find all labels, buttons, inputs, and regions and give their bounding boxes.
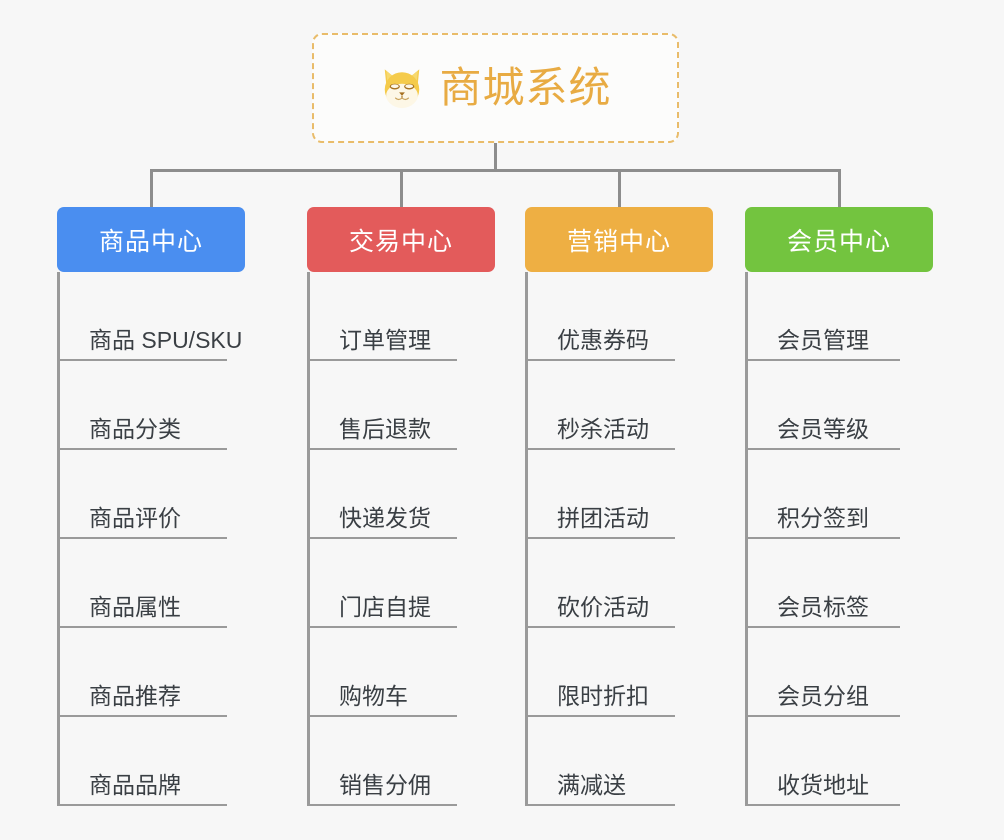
leaf-label: 满减送	[557, 771, 626, 798]
branch-column-0: 商品中心 商品 SPU/SKU 商品分类 商品评价 商品属性 商品推荐 商品品牌	[57, 169, 245, 806]
leaf-item[interactable]: 商品 SPU/SKU	[57, 272, 242, 361]
leaf-label: 购物车	[339, 682, 408, 709]
leaf-item[interactable]: 积分签到	[745, 450, 900, 539]
connector-branch-drop-2	[618, 169, 621, 207]
leaf-label: 会员等级	[777, 415, 869, 442]
leaf-item[interactable]: 收货地址	[745, 717, 900, 806]
leaf-label: 销售分佣	[339, 771, 431, 798]
branch-header-label-2: 营销中心	[566, 227, 671, 256]
leaf-item[interactable]: 商品分类	[57, 361, 227, 450]
connector-branch-bus	[150, 169, 839, 172]
branch-column-2: 营销中心 优惠券码 秒杀活动 拼团活动 砍价活动 限时折扣 满减送	[525, 169, 713, 806]
connector-leaf-trunk-0	[57, 272, 60, 806]
leaf-label: 会员分组	[777, 682, 869, 709]
connector-root-stem	[494, 143, 497, 171]
leaf-label: 积分签到	[777, 504, 869, 531]
root-title: 商城系统	[439, 64, 612, 111]
leaf-item[interactable]: 会员管理	[745, 272, 900, 361]
leaf-item[interactable]: 优惠券码	[525, 272, 675, 361]
leaf-list-3: 会员管理 会员等级 积分签到 会员标签 会员分组 收货地址	[745, 272, 933, 806]
leaf-label: 商品推荐	[89, 682, 181, 709]
leaf-label: 限时折扣	[557, 682, 649, 709]
leaf-label: 商品分类	[89, 415, 181, 442]
leaf-label: 商品属性	[89, 593, 181, 620]
leaf-label: 商品评价	[89, 504, 181, 531]
leaf-list-2: 优惠券码 秒杀活动 拼团活动 砍价活动 限时折扣 满减送	[525, 272, 713, 806]
leaf-item[interactable]: 拼团活动	[525, 450, 675, 539]
leaf-label: 会员管理	[777, 326, 869, 353]
leaf-label: 优惠券码	[557, 326, 649, 353]
leaf-item[interactable]: 销售分佣	[307, 717, 457, 806]
leaf-item[interactable]: 售后退款	[307, 361, 457, 450]
leaf-list-1: 订单管理 售后退款 快递发货 门店自提 购物车 销售分佣	[307, 272, 495, 806]
connector-leaf-trunk-3	[745, 272, 748, 806]
branch-column-1: 交易中心 订单管理 售后退款 快递发货 门店自提 购物车 销售分佣	[307, 169, 495, 806]
branch-header-3[interactable]: 会员中心	[745, 207, 933, 272]
connector-branch-drop-1	[400, 169, 403, 207]
branch-header-label-3: 会员中心	[786, 227, 891, 256]
branch-header-label-1: 交易中心	[348, 227, 453, 256]
leaf-label: 门店自提	[339, 593, 431, 620]
connector-leaf-trunk-1	[307, 272, 310, 806]
leaf-item[interactable]: 商品推荐	[57, 628, 227, 717]
branch-header-2[interactable]: 营销中心	[525, 207, 713, 272]
leaf-item[interactable]: 商品评价	[57, 450, 227, 539]
leaf-item[interactable]: 门店自提	[307, 539, 457, 628]
leaf-item[interactable]: 砍价活动	[525, 539, 675, 628]
leaf-item[interactable]: 购物车	[307, 628, 457, 717]
leaf-label: 会员标签	[777, 593, 869, 620]
connector-leaf-trunk-2	[525, 272, 528, 806]
leaf-label: 拼团活动	[557, 504, 649, 531]
leaf-item[interactable]: 会员分组	[745, 628, 900, 717]
branch-header-label-0: 商品中心	[98, 227, 203, 256]
leaf-label: 订单管理	[339, 326, 431, 353]
leaf-label: 快递发货	[339, 504, 431, 531]
connector-branch-drop-3	[838, 169, 841, 207]
leaf-label: 售后退款	[339, 415, 431, 442]
root-node[interactable]: 商城系统	[312, 33, 679, 143]
leaf-item[interactable]: 会员等级	[745, 361, 900, 450]
leaf-item[interactable]: 限时折扣	[525, 628, 675, 717]
leaf-label: 砍价活动	[557, 593, 649, 620]
leaf-item[interactable]: 快递发货	[307, 450, 457, 539]
leaf-item[interactable]: 订单管理	[307, 272, 457, 361]
leaf-item[interactable]: 商品品牌	[57, 717, 227, 806]
leaf-label: 秒杀活动	[557, 415, 649, 442]
branch-column-3: 会员中心 会员管理 会员等级 积分签到 会员标签 会员分组 收货地址	[745, 169, 933, 806]
branch-header-1[interactable]: 交易中心	[307, 207, 495, 272]
leaf-label: 收货地址	[777, 771, 869, 798]
leaf-item[interactable]: 商品属性	[57, 539, 227, 628]
branch-header-0[interactable]: 商品中心	[57, 207, 245, 272]
leaf-label: 商品 SPU/SKU	[89, 326, 243, 353]
leaf-list-0: 商品 SPU/SKU 商品分类 商品评价 商品属性 商品推荐 商品品牌	[57, 272, 245, 806]
leaf-item[interactable]: 满减送	[525, 717, 675, 806]
leaf-item[interactable]: 秒杀活动	[525, 361, 675, 450]
leaf-item[interactable]: 会员标签	[745, 539, 900, 628]
connector-branch-drop-0	[150, 169, 153, 207]
leaf-label: 商品品牌	[89, 771, 181, 798]
shiba-dog-icon	[385, 69, 420, 109]
